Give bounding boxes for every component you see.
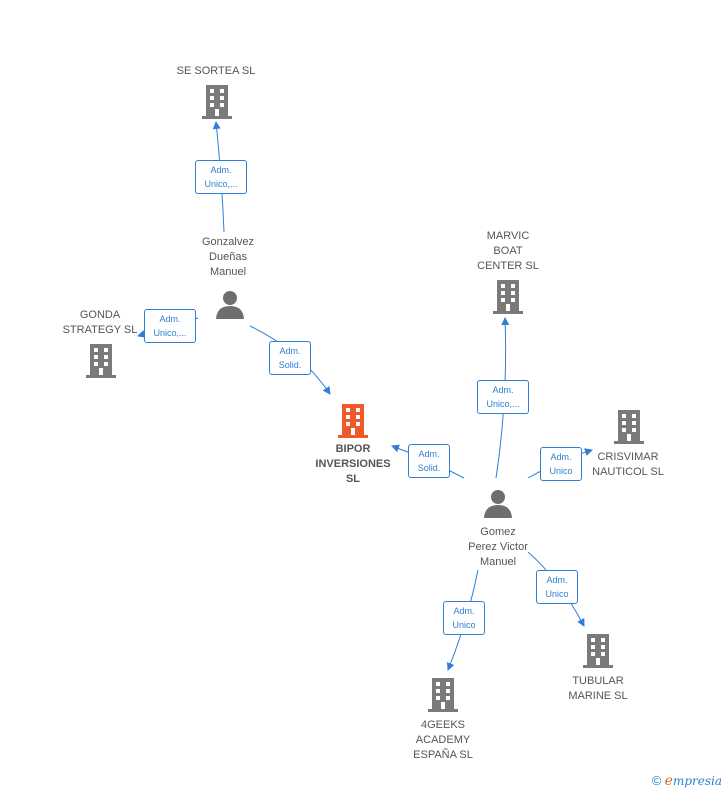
node-label-crisvimar[interactable]: CRISVIMAR NAUTICOL SL [592,451,664,478]
node-label-bipor[interactable]: BIPOR INVERSIONES SL [315,443,391,485]
building-main-icon[interactable] [338,404,368,438]
node-label-tubular[interactable]: TUBULAR MARINE SL [568,675,628,702]
node-label-gomez[interactable]: Gomez Perez Victor Manuel [468,526,528,568]
node-label-se-sortea[interactable]: SE SORTEA SL [176,65,256,77]
copyright-brand: © empresia [652,773,722,789]
brand-initial: e [664,773,673,789]
node-label-marvic[interactable]: MARVIC BOAT CENTER SL [477,230,539,272]
edge-badge[interactable]: Adm. Unico [443,601,485,635]
node-label-gonzalvez[interactable]: Gonzalvez Dueñas Manuel [202,236,254,278]
edge-badge[interactable]: Adm. Solid. [269,341,311,375]
edge-badge[interactable]: Adm. Unico [540,447,582,481]
building-icon[interactable] [86,344,116,378]
building-icon[interactable] [428,678,458,712]
edge-badge[interactable]: Adm. Unico,... [144,309,196,343]
building-icon[interactable] [493,280,523,314]
brand-name: mpresia [672,774,722,788]
edge-badge[interactable]: Adm. Solid. [408,444,450,478]
copyright-icon: © [651,773,662,788]
edge-badge[interactable]: Adm. Unico,... [477,380,529,414]
building-icon[interactable] [202,85,232,119]
person-icon[interactable] [215,289,245,319]
edge-badge[interactable]: Adm. Unico,... [195,160,247,194]
edge-badge[interactable]: Adm. Unico [536,570,578,604]
node-label-4geeks[interactable]: 4GEEKS ACADEMY ESPAÑA SL [413,719,473,761]
person-icon[interactable] [483,488,513,518]
building-icon[interactable] [583,634,613,668]
node-label-gonda[interactable]: GONDA STRATEGY SL [62,309,138,336]
building-icon[interactable] [614,410,644,444]
